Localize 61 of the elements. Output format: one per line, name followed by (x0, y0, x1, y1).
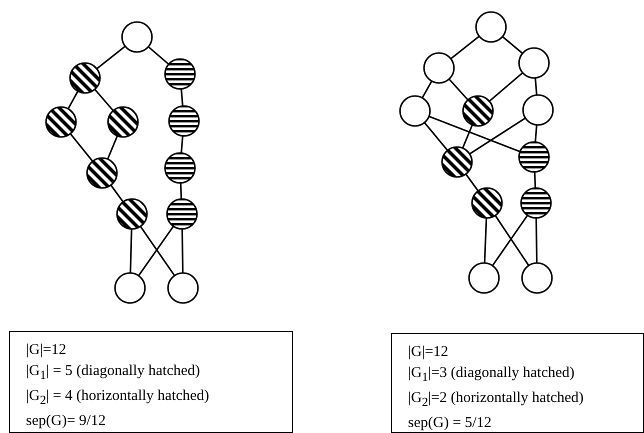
diagonally-hatched-vertex (116, 198, 148, 230)
diagonally-hatched-vertex (45, 106, 77, 138)
graph-edge (96, 46, 126, 70)
graph-edge (469, 117, 526, 155)
graph-edge (148, 46, 170, 65)
diagonally-hatched-vertex (462, 95, 494, 127)
statistic-line: |G$_{2}$|=2 (horizontally hatched) (408, 389, 584, 411)
graph-edge (422, 80, 432, 98)
graph-edge (534, 78, 538, 96)
graph-edge (94, 88, 114, 112)
graph-vertex (475, 11, 507, 43)
graph-edge (502, 36, 524, 54)
diagonally-hatched-vertex (86, 157, 118, 189)
graph-edge (181, 228, 184, 274)
statistic-line: sep(G) = 5/12 (408, 414, 492, 433)
graph-edge (484, 218, 488, 264)
graph-vertex (423, 52, 455, 84)
graph-edge (535, 218, 538, 264)
statistic-line: |G|=12 (408, 343, 448, 362)
graph-vertex (399, 95, 431, 127)
graph-edge (68, 90, 78, 110)
horizontally-hatched-vertex (168, 105, 200, 137)
diagonally-hatched-vertex (441, 146, 473, 178)
statistic-line: |G$_{2}$| = 4 (horizontally hatched) (26, 387, 210, 409)
graph-vertex (468, 262, 500, 294)
diagonally-hatched-vertex (69, 62, 101, 94)
statistic-line: |G$_{1}$| = 5 (diagonally hatched) (26, 362, 200, 384)
horizontally-hatched-vertex (164, 58, 196, 90)
graph-edge (465, 174, 479, 192)
text-box (9, 331, 293, 433)
horizontally-hatched-vertex (166, 198, 198, 230)
graph-vertex (522, 94, 554, 126)
graph-vertex (114, 272, 146, 304)
graph-vertex (521, 262, 553, 294)
graph-edge (534, 124, 538, 142)
graph-edge (110, 184, 124, 202)
statistic-line: sep(G)= 9/12 (26, 412, 106, 431)
graph-edge (424, 122, 448, 151)
graph-edge (488, 72, 524, 102)
graph-edge (534, 172, 536, 188)
graph-edge (462, 124, 474, 148)
horizontally-hatched-vertex (520, 187, 552, 219)
graph-vertex (121, 21, 153, 53)
graph-edge (130, 228, 132, 274)
graph-edge (180, 88, 184, 106)
graph-edge (70, 133, 94, 162)
graph-vertex (167, 272, 199, 304)
graph-vertex (518, 47, 550, 79)
graph-edge (180, 136, 184, 154)
diagonally-hatched-vertex (107, 106, 139, 138)
statistic-line: |G$_{1}$|=3 (diagonally hatched) (408, 364, 575, 386)
diagonally-hatched-vertex (471, 187, 503, 219)
graph-edge (448, 78, 468, 100)
graph-edge (450, 36, 480, 60)
graph-edge (428, 116, 520, 152)
graph-edge (180, 182, 182, 200)
horizontally-hatched-vertex (164, 152, 196, 184)
horizontally-hatched-vertex (518, 141, 550, 173)
statistic-line: |G|=12 (26, 341, 66, 360)
graph-edge (106, 136, 118, 160)
text-box (391, 333, 644, 433)
